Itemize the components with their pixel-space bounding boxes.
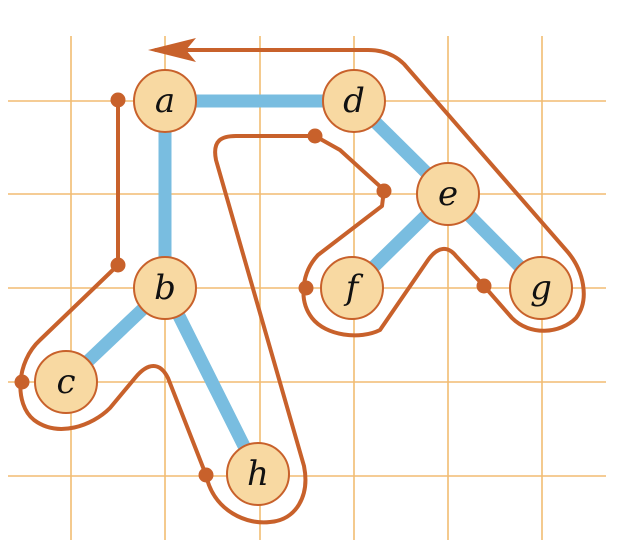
node-a: a: [133, 69, 197, 133]
node-g: g: [509, 256, 573, 320]
node-a-circle: [133, 69, 197, 133]
node-d-label: d: [343, 81, 365, 121]
node-c-circle: [34, 350, 98, 414]
tour-dot: [198, 467, 214, 483]
node-b-circle: [133, 256, 197, 320]
edge-b-h: [159, 285, 264, 477]
node-f: f: [320, 256, 384, 320]
node-b: b: [133, 256, 197, 320]
tour-dot: [110, 257, 126, 273]
node-e: e: [416, 162, 480, 226]
node-h-label: h: [247, 454, 269, 494]
node-d-circle: [322, 69, 386, 133]
tour-path: [18, 48, 586, 525]
node-b-label: b: [154, 268, 176, 308]
tour-markers: [14, 92, 492, 483]
tour-dot: [14, 374, 30, 390]
tour-dot: [298, 280, 314, 296]
node-g-label: g: [530, 268, 552, 308]
node-a-label: a: [155, 81, 175, 121]
node-c-label: c: [56, 362, 75, 402]
node-c: c: [34, 350, 98, 414]
node-e-label: e: [438, 174, 458, 214]
node-g-circle: [509, 256, 573, 320]
node-h-circle: [226, 442, 290, 506]
node-f-circle: [320, 256, 384, 320]
tour-dot: [307, 128, 323, 144]
tour-dot: [476, 278, 492, 294]
tour-dot: [376, 183, 392, 199]
tour-dot: [110, 92, 126, 108]
node-e-circle: [416, 162, 480, 226]
node-d: d: [322, 69, 386, 133]
node-h: h: [226, 442, 290, 506]
tour-arrowhead: [148, 38, 196, 62]
